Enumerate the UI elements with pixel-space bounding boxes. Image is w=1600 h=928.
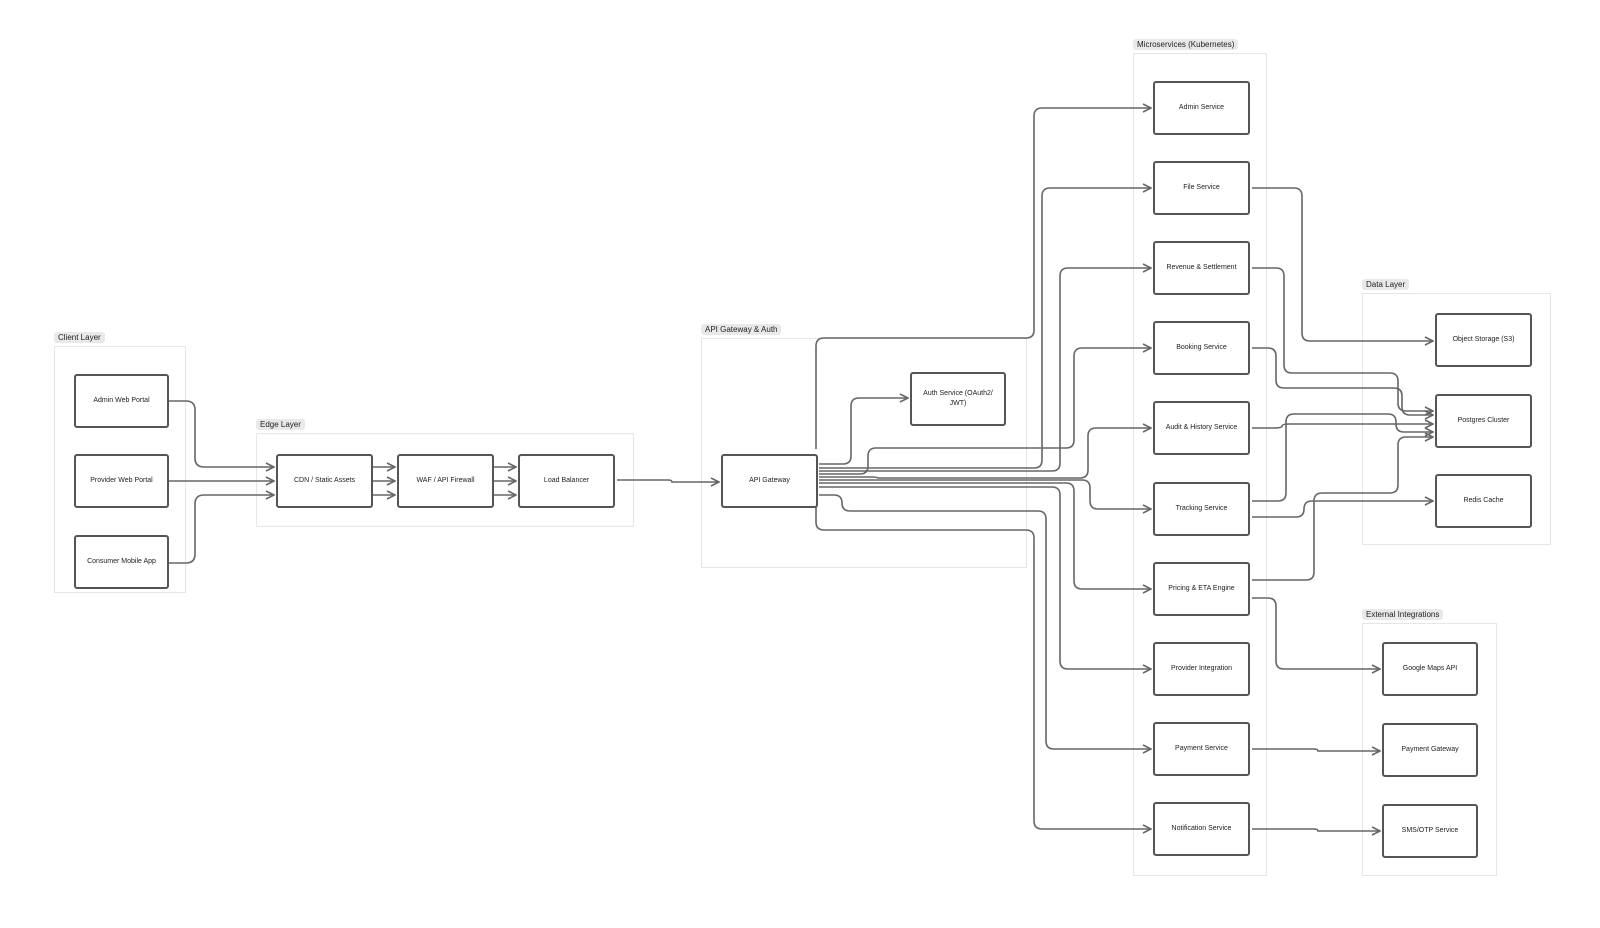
- edge-gateway-to-provider-integration: [819, 486, 1151, 669]
- node-audit-history-service[interactable]: Audit & History Service: [1153, 401, 1250, 455]
- edge-notification-to-sms: [1252, 829, 1380, 831]
- external-integrations-label: External Integrations: [1362, 609, 1444, 620]
- node-sms-otp-service[interactable]: SMS/OTP Service: [1382, 804, 1478, 858]
- edge-lb-to-api-gateway: [617, 480, 719, 482]
- node-booking-service[interactable]: Booking Service: [1153, 321, 1250, 375]
- api-gateway-auth-label: API Gateway & Auth: [701, 324, 782, 335]
- node-postgres-cluster[interactable]: Postgres Cluster: [1435, 394, 1532, 448]
- edge-tracking-to-redis: [1252, 501, 1433, 518]
- edge-gateway-to-tracking: [819, 479, 1151, 509]
- edge-tracking-to-postgres: [1252, 413, 1433, 502]
- edge-file-service-to-object-storage: [1252, 187, 1433, 341]
- edge-consumer-app-to-cdn: [169, 495, 274, 564]
- node-waf-api-firewall[interactable]: WAF / API Firewall: [397, 454, 494, 508]
- node-provider-web-portal[interactable]: Provider Web Portal: [74, 454, 169, 508]
- node-provider-integration[interactable]: Provider Integration: [1153, 642, 1250, 696]
- edge-gateway-to-payment-service: [819, 494, 1151, 749]
- node-payment-gateway[interactable]: Payment Gateway: [1382, 723, 1478, 777]
- node-redis-cache[interactable]: Redis Cache: [1435, 474, 1532, 528]
- node-tracking-service[interactable]: Tracking Service: [1153, 482, 1250, 536]
- microservices-label: Microservices (Kubernetes): [1133, 39, 1239, 50]
- node-notification-service[interactable]: Notification Service: [1153, 802, 1250, 856]
- node-object-storage[interactable]: Object Storage (S3): [1435, 313, 1532, 367]
- node-revenue-settlement[interactable]: Revenue & Settlement: [1153, 241, 1250, 295]
- node-api-gateway[interactable]: API Gateway: [721, 454, 818, 508]
- edge-gateway-to-pricing: [819, 482, 1151, 589]
- edge-audit-to-postgres: [1252, 424, 1433, 429]
- edge-revenue-to-postgres: [1252, 267, 1433, 411]
- node-consumer-mobile-app[interactable]: Consumer Mobile App: [74, 535, 169, 589]
- edge-gateway-to-file-service: [819, 188, 1151, 469]
- node-file-service[interactable]: File Service: [1153, 161, 1250, 215]
- edge-gateway-to-admin-service: [815, 108, 1151, 449]
- microservices-group: [1133, 53, 1267, 876]
- node-pricing-eta-engine[interactable]: Pricing & ETA Engine: [1153, 562, 1250, 616]
- node-cdn-static-assets[interactable]: CDN / Static Assets: [276, 454, 373, 508]
- node-load-balancer[interactable]: Load Balancer: [518, 454, 615, 508]
- data-layer-label: Data Layer: [1362, 279, 1410, 290]
- edge-gateway-to-notification: [815, 506, 1151, 829]
- node-auth-service[interactable]: Auth Service (OAuth2/ JWT): [910, 372, 1006, 426]
- node-payment-service[interactable]: Payment Service: [1153, 722, 1250, 776]
- edge-booking-to-postgres: [1252, 347, 1433, 415]
- node-admin-service[interactable]: Admin Service: [1153, 81, 1250, 135]
- client-layer-group: [54, 346, 186, 593]
- edge-gateway-to-audit: [819, 428, 1151, 479]
- client-layer-label: Client Layer: [54, 332, 105, 343]
- edge-gateway-to-booking: [819, 348, 1151, 475]
- edge-admin-portal-to-cdn: [169, 400, 274, 467]
- external-integrations-group: [1362, 623, 1497, 876]
- node-google-maps-api[interactable]: Google Maps API: [1382, 642, 1478, 696]
- edge-layer-label: Edge Layer: [256, 419, 305, 430]
- edge-pricing-to-postgres: [1252, 437, 1433, 581]
- edge-gateway-to-revenue: [819, 268, 1151, 472]
- edge-gateway-to-auth: [819, 398, 908, 465]
- edge-pricing-to-google-maps: [1252, 597, 1380, 669]
- data-layer-group: [1362, 293, 1551, 545]
- node-admin-web-portal[interactable]: Admin Web Portal: [74, 374, 169, 428]
- edge-payment-service-to-payment-gateway: [1252, 749, 1380, 751]
